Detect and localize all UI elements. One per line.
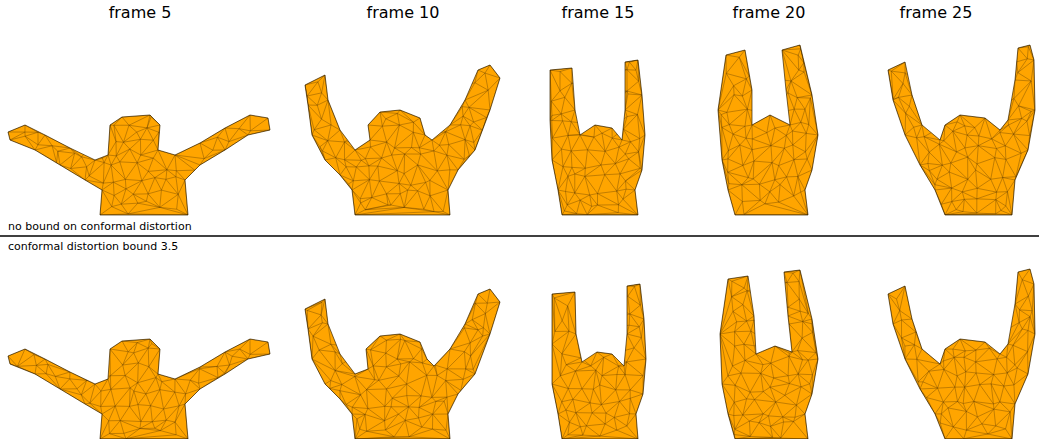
- row-caption: conformal distortion bound 3.5: [8, 241, 178, 254]
- frame-title: frame 5: [109, 4, 172, 22]
- mesh-shape: [888, 269, 1035, 439]
- mesh-outline: [888, 269, 1035, 439]
- mesh-edges: [8, 115, 270, 215]
- mesh-shape: [305, 289, 500, 439]
- mesh-edges: [720, 270, 818, 439]
- mesh-outline: [305, 289, 500, 439]
- frame-title: frame 25: [900, 4, 973, 22]
- mesh-shape: [888, 45, 1035, 215]
- row-caption: no bound on conformal distortion: [8, 221, 192, 234]
- frame-title: frame 15: [562, 4, 635, 22]
- mesh-edges: [305, 289, 500, 439]
- frame-title: frame 20: [733, 4, 806, 22]
- row-bounded: [8, 269, 1035, 439]
- mesh-outline: [550, 60, 645, 215]
- mesh-shape: [550, 60, 645, 215]
- mesh-outline: [888, 45, 1035, 215]
- mesh-outline: [8, 115, 270, 215]
- mesh-outline: [718, 45, 818, 215]
- mesh-edges: [8, 339, 270, 439]
- mesh-edges: [305, 65, 500, 215]
- frame-title: frame 10: [367, 4, 440, 22]
- row-unbounded: [8, 45, 1035, 215]
- mesh-edges: [888, 45, 1035, 215]
- mesh-outline: [8, 339, 270, 439]
- mesh-edges: [552, 284, 646, 439]
- mesh-edges: [718, 45, 818, 215]
- mesh-shape: [305, 65, 500, 215]
- mesh-outline: [552, 284, 646, 439]
- mesh-shape: [718, 45, 818, 215]
- mesh-shape: [8, 115, 270, 215]
- mesh-shape: [552, 284, 646, 439]
- mesh-outline: [305, 65, 500, 215]
- mesh-shape: [720, 270, 818, 439]
- divider-line: [0, 235, 1039, 237]
- mesh-edges: [888, 269, 1035, 439]
- mesh-edges: [550, 60, 645, 215]
- mesh-outline: [720, 270, 818, 439]
- mesh-shape: [8, 339, 270, 439]
